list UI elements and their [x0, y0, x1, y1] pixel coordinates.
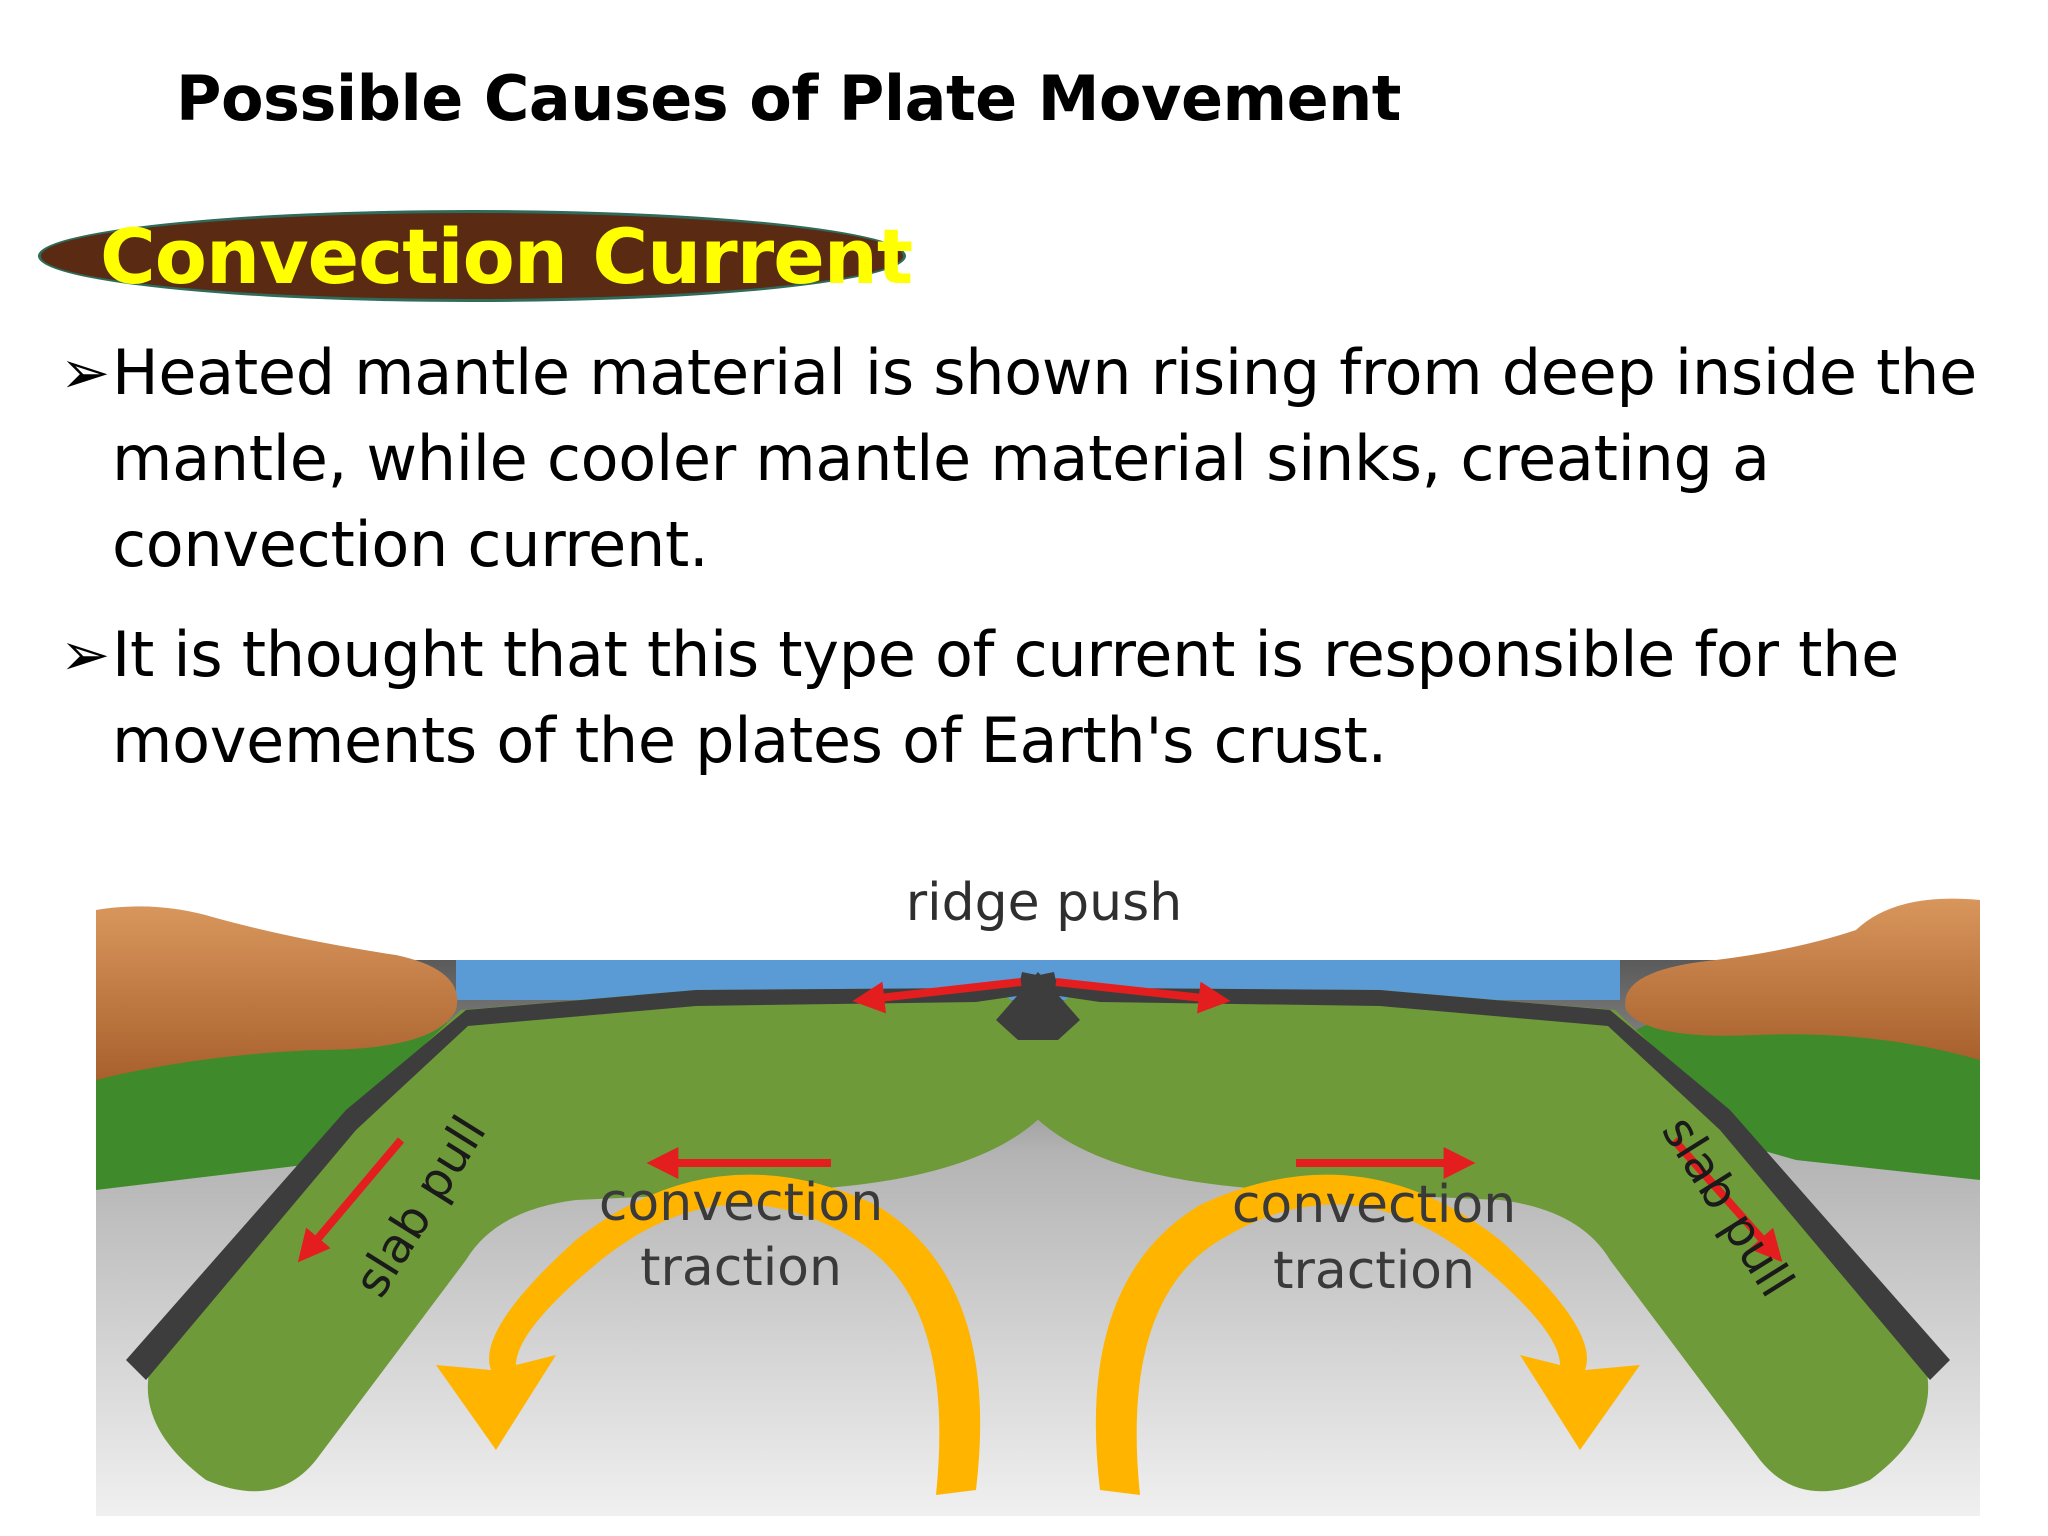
convection-label-right-line1: convection: [1232, 1175, 1516, 1235]
slab-pull-arrow-left: [297, 1137, 405, 1263]
convection-label-left-line2: traction: [640, 1238, 842, 1298]
arrow-bullet-icon: ➢: [60, 338, 110, 408]
convection-current-left: [436, 1174, 981, 1495]
plate-tectonics-diagram: ridge push convection traction convectio…: [96, 873, 1980, 1516]
section-pill: [38, 210, 906, 302]
left-continent-land: [96, 906, 458, 1080]
ridge-peak: [996, 972, 1080, 1040]
bullet-text: It is thought that this type of current …: [112, 618, 1899, 777]
bullet-item: ➢ Heated mantle material is shown rising…: [60, 330, 2020, 588]
slab-pull-arrow-right: [1671, 1137, 1783, 1263]
arrow-bullet-icon: ➢: [60, 620, 110, 690]
ridge-push-arrow-right: [1055, 978, 1231, 1014]
ridge-push-arrow-left: [852, 978, 1022, 1014]
convection-label-left-line1: convection: [599, 1173, 883, 1233]
bullet-list: ➢ Heated mantle material is shown rising…: [60, 330, 2020, 808]
convection-label-right-line2: traction: [1273, 1241, 1475, 1301]
left-plate-crust: [126, 972, 1058, 1380]
section-label: Convection Current: [100, 212, 913, 301]
left-plate: [147, 988, 1056, 1492]
right-continent-land: [1625, 898, 1980, 1060]
right-continent-green: [1616, 1020, 1980, 1180]
bullet-item: ➢ It is thought that this type of curren…: [60, 612, 2020, 784]
convection-current-right: [1095, 1174, 1640, 1495]
right-plate-crust: [1018, 972, 1950, 1380]
right-plate: [1020, 988, 1929, 1492]
ridge-push-label: ridge push: [906, 873, 1182, 933]
slide-title: Possible Causes of Plate Movement: [176, 62, 1401, 135]
bullet-text: Heated mantle material is shown rising f…: [112, 336, 1977, 581]
